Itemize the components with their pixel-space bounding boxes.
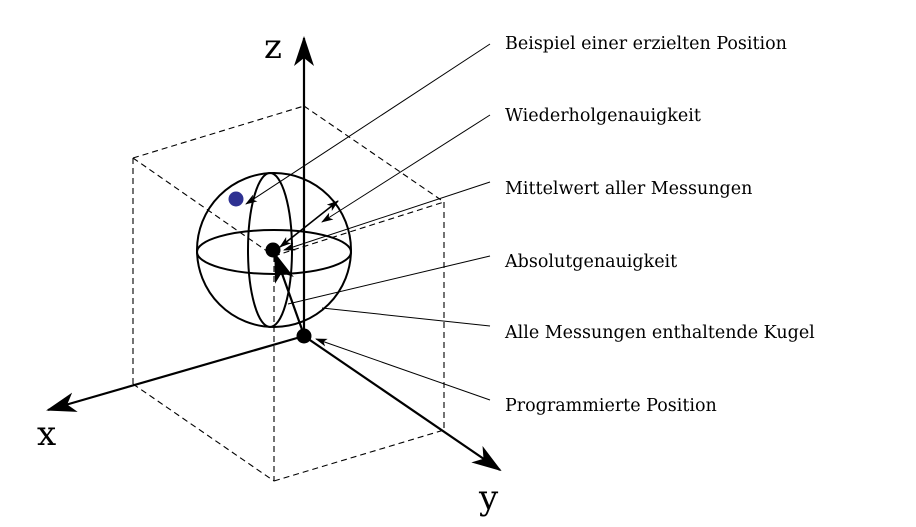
example-position-point <box>228 191 244 207</box>
label-mean: Mittelwert aller Messungen <box>505 179 752 199</box>
repeatability-arrow <box>279 200 339 248</box>
callout-leaders <box>245 43 491 401</box>
leader-example-position <box>245 43 491 205</box>
programmed-position-point <box>296 328 312 344</box>
sphere-equator <box>196 229 352 275</box>
label-repeatability: Wiederholgenauigkeit <box>505 106 701 126</box>
label-enclosing-sphere: Alle Messungen enthaltende Kugel <box>504 323 815 343</box>
leader-mean <box>283 181 491 251</box>
x-axis <box>46 334 305 412</box>
coordinate-axes <box>46 36 502 472</box>
y-axis-label: y <box>478 478 499 518</box>
leader-repeatability <box>321 114 491 223</box>
x-axis-label: x <box>37 414 56 454</box>
dashed-cube <box>132 105 445 482</box>
mean-point <box>265 242 281 258</box>
label-programmed-position: Programmierte Position <box>505 396 717 416</box>
leader-programmed-position <box>315 338 491 401</box>
z-axis-label: z <box>264 27 282 67</box>
label-absolute-accuracy: Absolutgenauigkeit <box>504 252 677 272</box>
absolute-accuracy-arrow <box>273 252 306 336</box>
y-axis <box>303 335 502 472</box>
label-example-position: Beispiel einer erzielten Position <box>505 34 787 54</box>
leader-absolute-accuracy <box>287 255 491 305</box>
leader-enclosing-sphere <box>321 307 491 327</box>
